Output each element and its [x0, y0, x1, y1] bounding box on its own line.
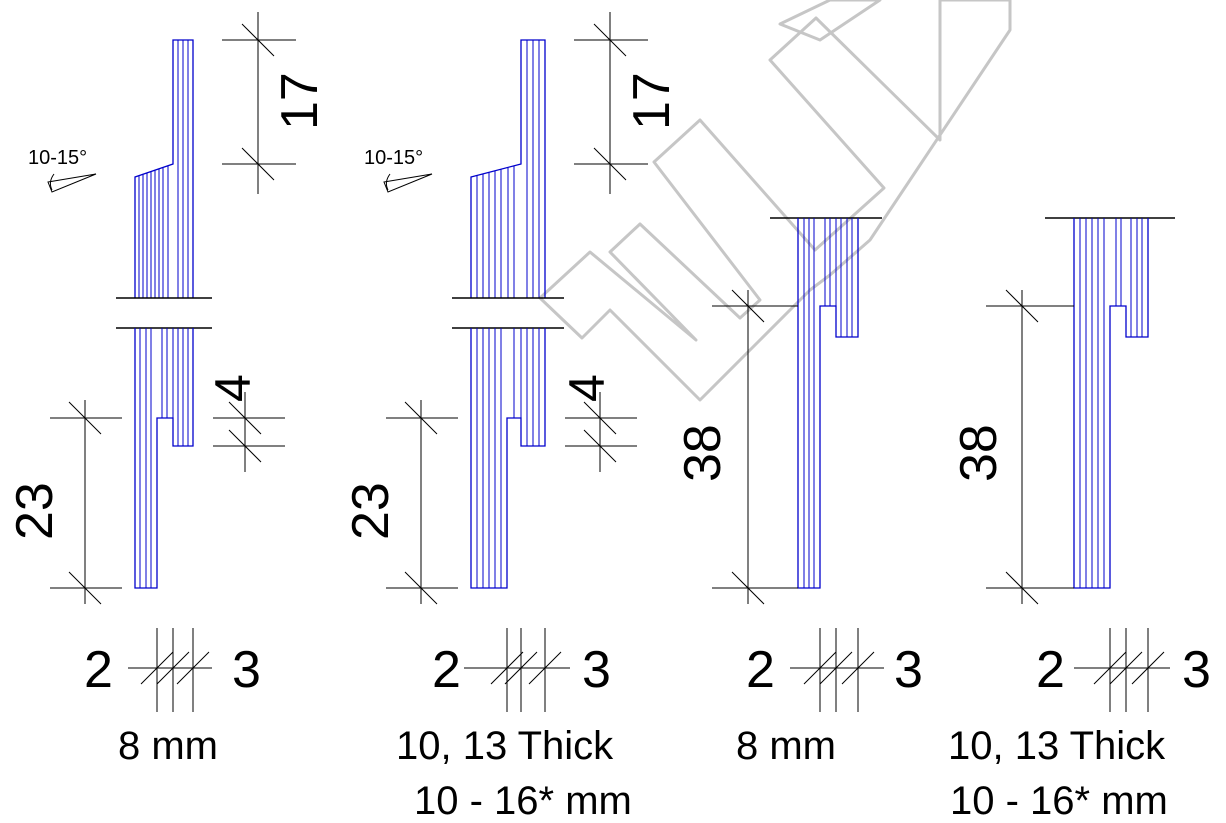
dimension-main-label: 38 [950, 424, 1008, 482]
upper-board [134, 39, 194, 298]
dimension-top-label: 17 [623, 72, 681, 130]
angle-symbol [383, 173, 433, 193]
dimension-right-label: 3 [232, 641, 261, 699]
dimension-38 [986, 289, 1074, 605]
dimension-17 [574, 12, 648, 194]
dimension-right-label: 3 [894, 641, 923, 699]
panel-2: 10-15° 17 4 23 [342, 12, 681, 823]
tongue-board [1073, 218, 1149, 589]
dimension-left-label: 2 [1036, 641, 1065, 699]
dimension-4 [213, 392, 285, 472]
dimension-tongue-label: 4 [205, 374, 261, 402]
dimension-thickness [790, 628, 884, 712]
angle-label: 10-15° [364, 147, 423, 169]
tongue-board [797, 218, 859, 589]
caption-line-1: 8 mm [736, 724, 836, 768]
dimension-thickness [464, 628, 570, 712]
dimension-thickness [1074, 628, 1170, 712]
caption-line-2: 10 - 16* mm [414, 779, 632, 823]
dimension-main-label: 38 [674, 424, 732, 482]
dimension-top-label: 17 [271, 72, 329, 130]
dimension-4 [565, 392, 637, 472]
dimension-38 [712, 289, 798, 605]
upper-board [470, 39, 546, 298]
angle-symbol [47, 173, 97, 193]
dimension-lower-label: 23 [6, 482, 64, 540]
caption-line-1: 8 mm [118, 724, 218, 768]
lower-board [470, 328, 546, 589]
panel-1: 10-15° 17 4 23 [6, 12, 329, 768]
panel-3: 38 2 3 8 mm [674, 217, 923, 768]
caption-line-1: 10, 13 Thick [948, 724, 1166, 768]
dimension-lower-label: 23 [342, 482, 400, 540]
caption-line-1: 10, 13 Thick [396, 724, 614, 768]
caption-line-2: 10 - 16* mm [950, 779, 1168, 823]
angle-label: 10-15° [28, 147, 87, 169]
dimension-tongue-label: 4 [559, 374, 615, 402]
watermark [538, 0, 1012, 402]
dimension-left-label: 2 [84, 641, 113, 699]
dimension-left-label: 2 [432, 641, 461, 699]
dimension-23 [386, 400, 458, 605]
dimension-left-label: 2 [746, 641, 775, 699]
lower-board [134, 328, 194, 589]
panel-4: 38 2 3 10, 13 Thick 10 - 16* mm [948, 217, 1211, 823]
dimension-thickness [128, 628, 212, 712]
dimension-23 [50, 400, 122, 605]
dimension-right-label: 3 [1182, 641, 1211, 699]
dimension-right-label: 3 [582, 641, 611, 699]
dimension-17 [222, 12, 296, 194]
